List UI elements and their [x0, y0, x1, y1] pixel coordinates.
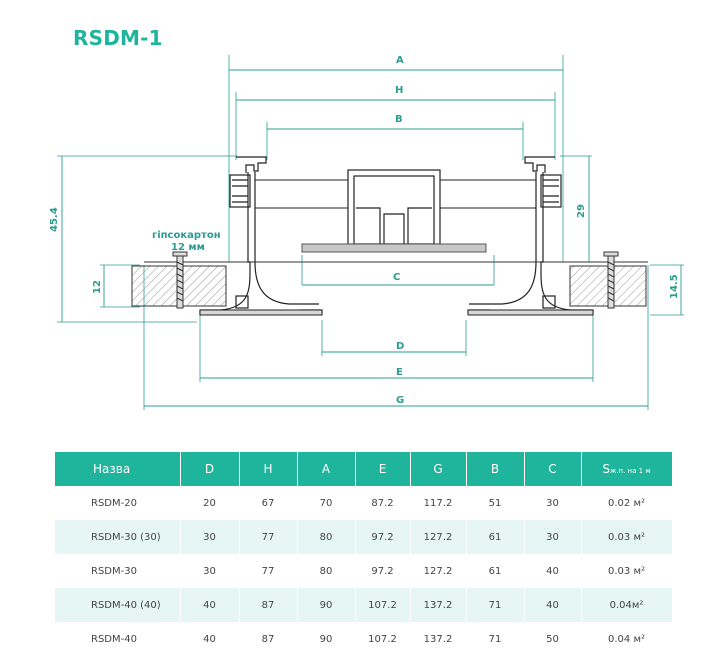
- drywall-thickness-label: 12 мм: [171, 242, 205, 253]
- col-header-c: C: [524, 452, 582, 486]
- table-header-row: Назва D H A E G B C Sж.п. на 1 м: [55, 452, 673, 486]
- table-cell: 0.04м²: [581, 588, 673, 622]
- extension-lines: [57, 55, 684, 410]
- table-cell: 77: [239, 554, 298, 588]
- table-cell: 50: [524, 622, 582, 656]
- filter-plate: [301, 243, 487, 253]
- col-header-a: A: [297, 452, 356, 486]
- dimension-lines: [61, 69, 682, 407]
- table-cell: 30: [180, 520, 240, 554]
- table-cell: 77: [239, 520, 298, 554]
- dim-label-29: 29: [576, 204, 587, 218]
- dim-label-d: D: [396, 341, 404, 352]
- table-cell: 127.2: [410, 554, 467, 588]
- spec-table: Назва D H A E G B C Sж.п. на 1 м RSDM-20…: [55, 452, 673, 656]
- col-header-d: D: [180, 452, 240, 486]
- table-cell: 97.2: [355, 520, 411, 554]
- col-header-b: B: [466, 452, 525, 486]
- dim-label-45-4: 45.4: [49, 207, 60, 232]
- table-cell: RSDM-20: [55, 486, 181, 520]
- col-header-e: E: [355, 452, 411, 486]
- dim-label-a: A: [396, 55, 404, 66]
- table-cell: 61: [466, 554, 525, 588]
- dim-label-b: B: [395, 114, 403, 125]
- table-cell: 0.02 м²: [581, 486, 673, 520]
- table-cell: RSDM-30: [55, 554, 181, 588]
- table-cell: RSDM-40: [55, 622, 181, 656]
- dim-label-e: E: [396, 367, 403, 378]
- table-cell: 30: [524, 520, 582, 554]
- dim-label-g: G: [396, 395, 404, 406]
- table-cell: 30: [180, 554, 240, 588]
- table-cell: 20: [180, 486, 240, 520]
- table-cell: 30: [524, 486, 582, 520]
- table-cell: 0.04 м²: [581, 622, 673, 656]
- dim-label-c: C: [393, 272, 400, 283]
- table-cell: 137.2: [410, 588, 467, 622]
- screw-right-icon: [603, 251, 619, 309]
- table-cell: 127.2: [410, 520, 467, 554]
- table-cell: 0.03 м²: [581, 554, 673, 588]
- table-cell: 90: [297, 588, 356, 622]
- col-header-s-main: S: [602, 462, 610, 476]
- table-cell: 71: [466, 588, 525, 622]
- central-bracket: [347, 169, 441, 245]
- bottom-flanges: [199, 309, 594, 316]
- col-header-h: H: [239, 452, 298, 486]
- table-cell: 40: [180, 588, 240, 622]
- table-cell: 107.2: [355, 588, 411, 622]
- dim-label-14-5: 14.5: [669, 274, 680, 299]
- table-cell: 40: [180, 622, 240, 656]
- table-cell: 107.2: [355, 622, 411, 656]
- drywall-label: гіпсокартон: [152, 230, 221, 241]
- support-rods: [255, 179, 536, 209]
- col-header-g: G: [410, 452, 467, 486]
- table-cell: 87: [239, 622, 298, 656]
- screw-left-icon: [172, 251, 188, 309]
- table-cell: 87.2: [355, 486, 411, 520]
- table-cell: 80: [297, 554, 356, 588]
- dim-label-12: 12: [92, 280, 103, 294]
- table-cell: 70: [297, 486, 356, 520]
- technical-drawing: A H B C D E G 45.4 29 12 14.5 гіпсокарто…: [49, 55, 684, 410]
- table-cell: 137.2: [410, 622, 467, 656]
- col-header-name: Назва: [55, 452, 181, 486]
- table-cell: 80: [297, 520, 356, 554]
- table-cell: 40: [524, 588, 582, 622]
- col-header-s-sub: ж.п. на 1 м: [610, 467, 651, 475]
- table-cell: 90: [297, 622, 356, 656]
- table-cell: 0.03 м²: [581, 520, 673, 554]
- table-cell: 61: [466, 520, 525, 554]
- table-cell: RSDM-40 (40): [55, 588, 181, 622]
- dim-label-h: H: [395, 85, 403, 96]
- table-cell: 117.2: [410, 486, 467, 520]
- table-cell: 87: [239, 588, 298, 622]
- page-title: RSDM-1: [73, 26, 163, 50]
- table-cell: 97.2: [355, 554, 411, 588]
- table-cell: 51: [466, 486, 525, 520]
- col-header-s: Sж.п. на 1 м: [581, 452, 673, 486]
- table-cell: 40: [524, 554, 582, 588]
- table-cell: 67: [239, 486, 298, 520]
- table-cell: 71: [466, 622, 525, 656]
- table-cell: RSDM-30 (30): [55, 520, 181, 554]
